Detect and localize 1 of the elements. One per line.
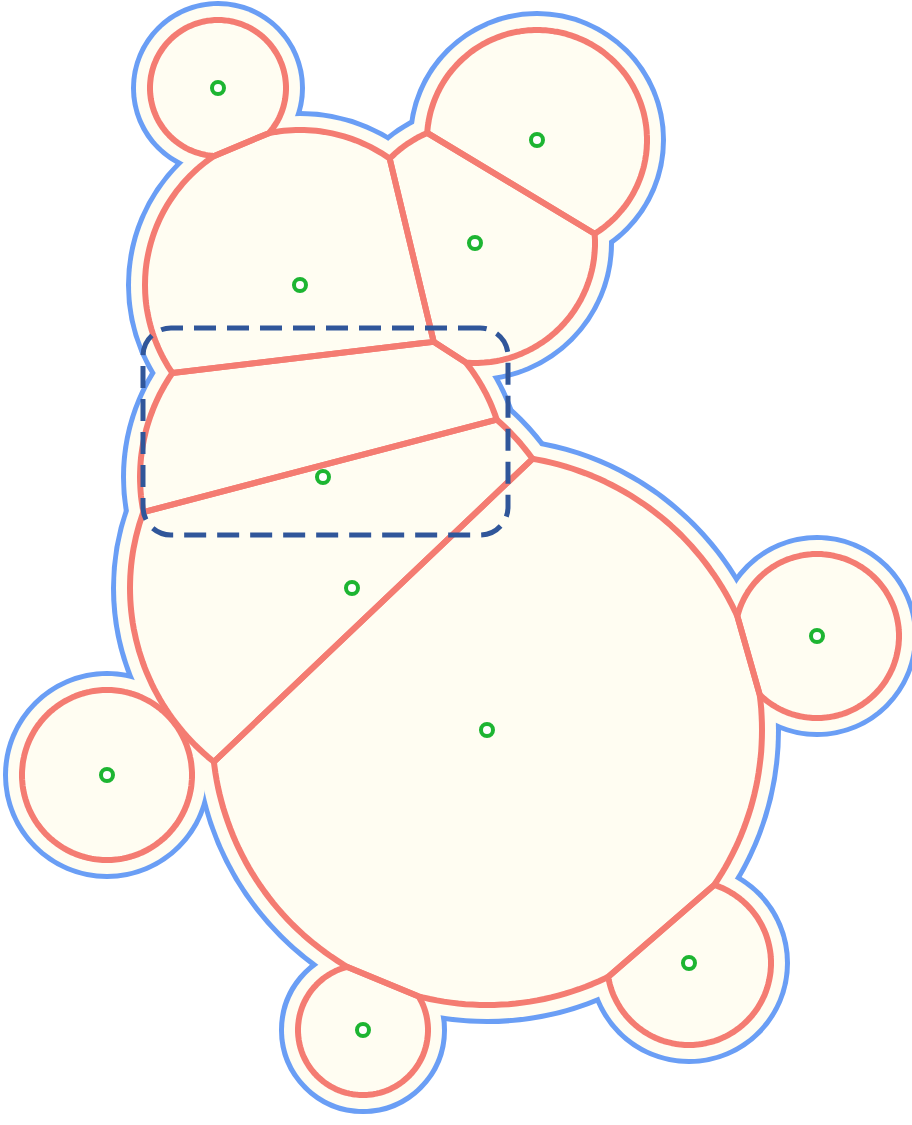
dashed-selection-box	[140, 325, 511, 538]
